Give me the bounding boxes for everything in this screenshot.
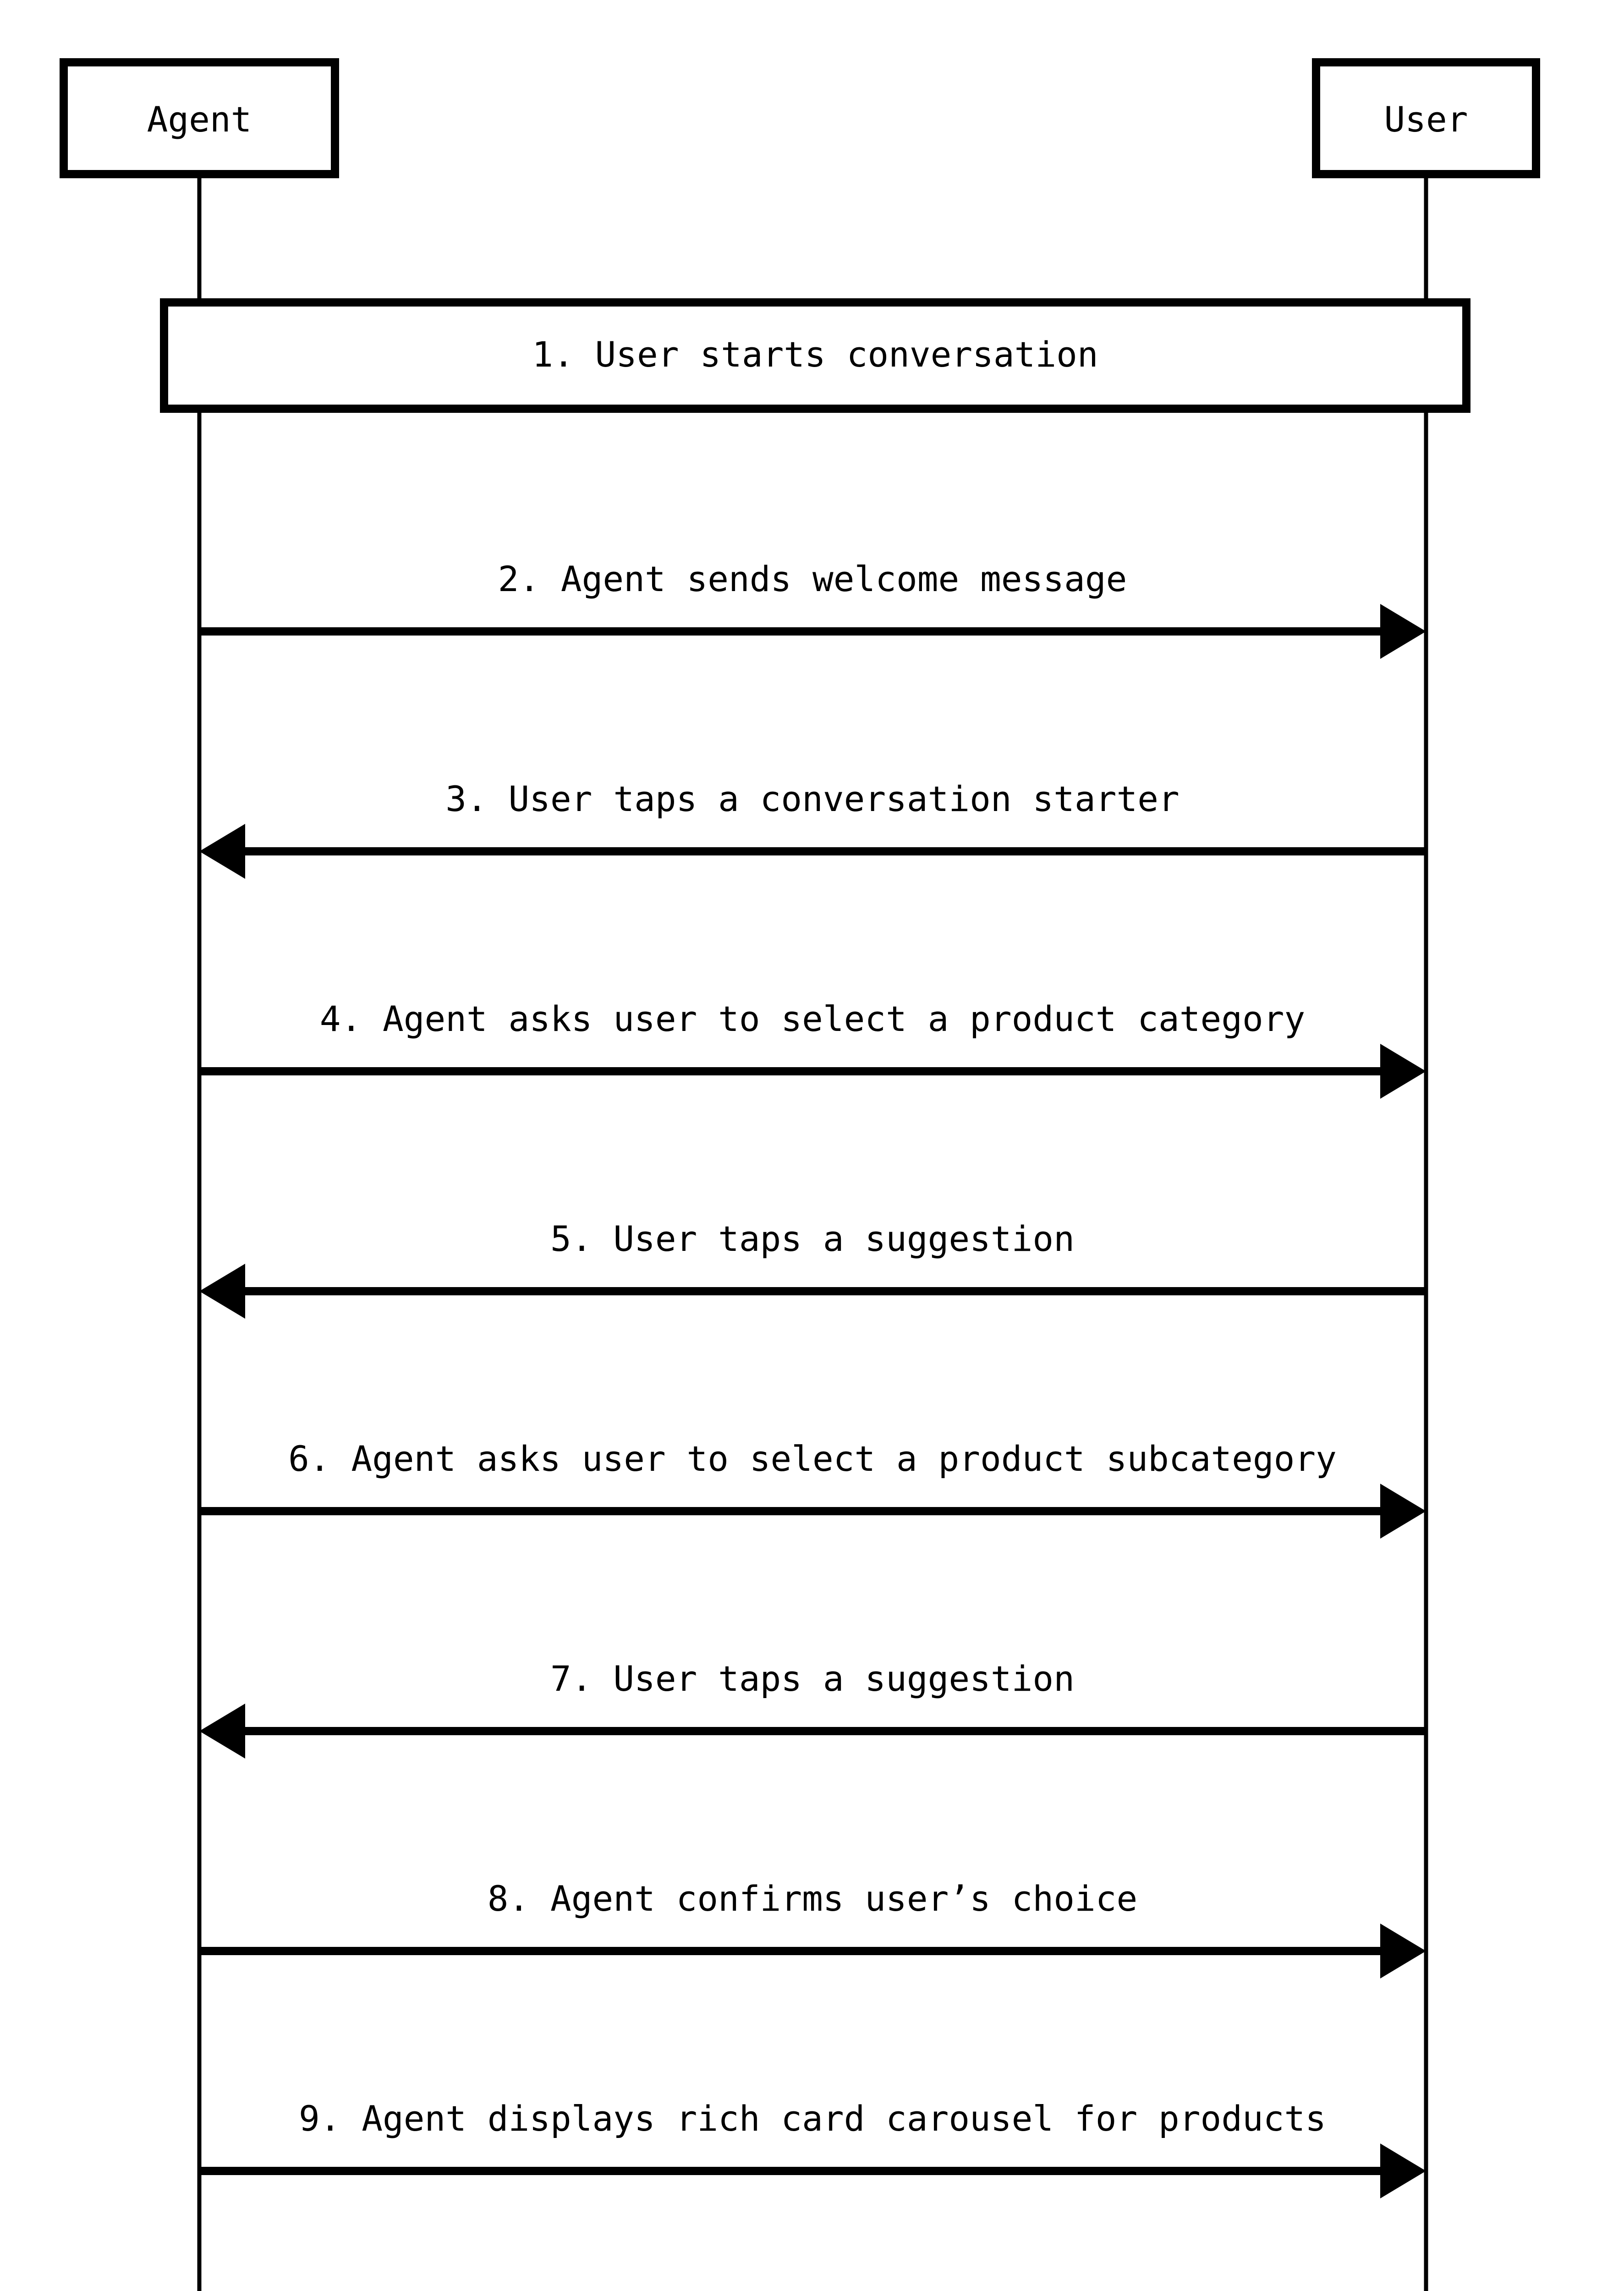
arrow-head-left-step-5 <box>199 1264 245 1319</box>
arrow-head-right-step-4 <box>1380 1044 1426 1099</box>
arrow-head-right-step-2 <box>1380 604 1426 659</box>
message-step-6[interactable]: 6. Agent asks user to select a product s… <box>199 1438 1426 1539</box>
note-label-step-1: 1. User starts conversation <box>532 334 1098 375</box>
message-label-step-5: 5. User taps a suggestion <box>550 1218 1075 1259</box>
note-step-1[interactable]: 1. User starts conversation <box>160 298 1470 413</box>
message-label-step-9: 9. Agent displays rich card carousel for… <box>299 2098 1326 2139</box>
message-label-step-7: 7. User taps a suggestion <box>550 1658 1075 1699</box>
arrow-head-right-step-9 <box>1380 2143 1426 2198</box>
actor-head-agent[interactable]: Agent <box>60 58 339 178</box>
note-box-step-1[interactable] <box>160 298 1470 413</box>
lifelines-layer <box>197 174 1428 2291</box>
message-step-7[interactable]: 7. User taps a suggestion <box>199 1658 1426 1759</box>
message-step-2[interactable]: 2. Agent sends welcome message <box>199 559 1426 659</box>
actor-box-agent-top[interactable] <box>60 58 339 178</box>
actor-box-user-top[interactable] <box>1312 58 1540 178</box>
arrow-head-left-step-3 <box>199 824 245 879</box>
actor-label-user-top: User <box>1384 99 1468 140</box>
message-label-step-2: 2. Agent sends welcome message <box>498 559 1127 599</box>
message-label-step-6: 6. Agent asks user to select a product s… <box>288 1438 1337 1479</box>
message-step-5[interactable]: 5. User taps a suggestion <box>199 1218 1426 1319</box>
message-label-step-4: 4. Agent asks user to select a product c… <box>320 998 1306 1039</box>
arrow-head-left-step-7 <box>199 1704 245 1759</box>
message-step-3[interactable]: 3. User taps a conversation starter <box>199 778 1426 879</box>
actor-head-user[interactable]: User <box>1312 58 1540 178</box>
message-step-9[interactable]: 9. Agent displays rich card carousel for… <box>199 2098 1426 2198</box>
message-label-step-3: 3. User taps a conversation starter <box>445 778 1179 819</box>
actor-label-agent-top: Agent <box>147 99 252 140</box>
message-step-4[interactable]: 4. Agent asks user to select a product c… <box>199 998 1426 1099</box>
message-step-8[interactable]: 8. Agent confirms user’s choice <box>199 1878 1426 1979</box>
message-label-step-8: 8. Agent confirms user’s choice <box>488 1878 1137 1919</box>
arrow-head-right-step-8 <box>1380 1924 1426 1979</box>
arrow-head-right-step-6 <box>1380 1484 1426 1539</box>
